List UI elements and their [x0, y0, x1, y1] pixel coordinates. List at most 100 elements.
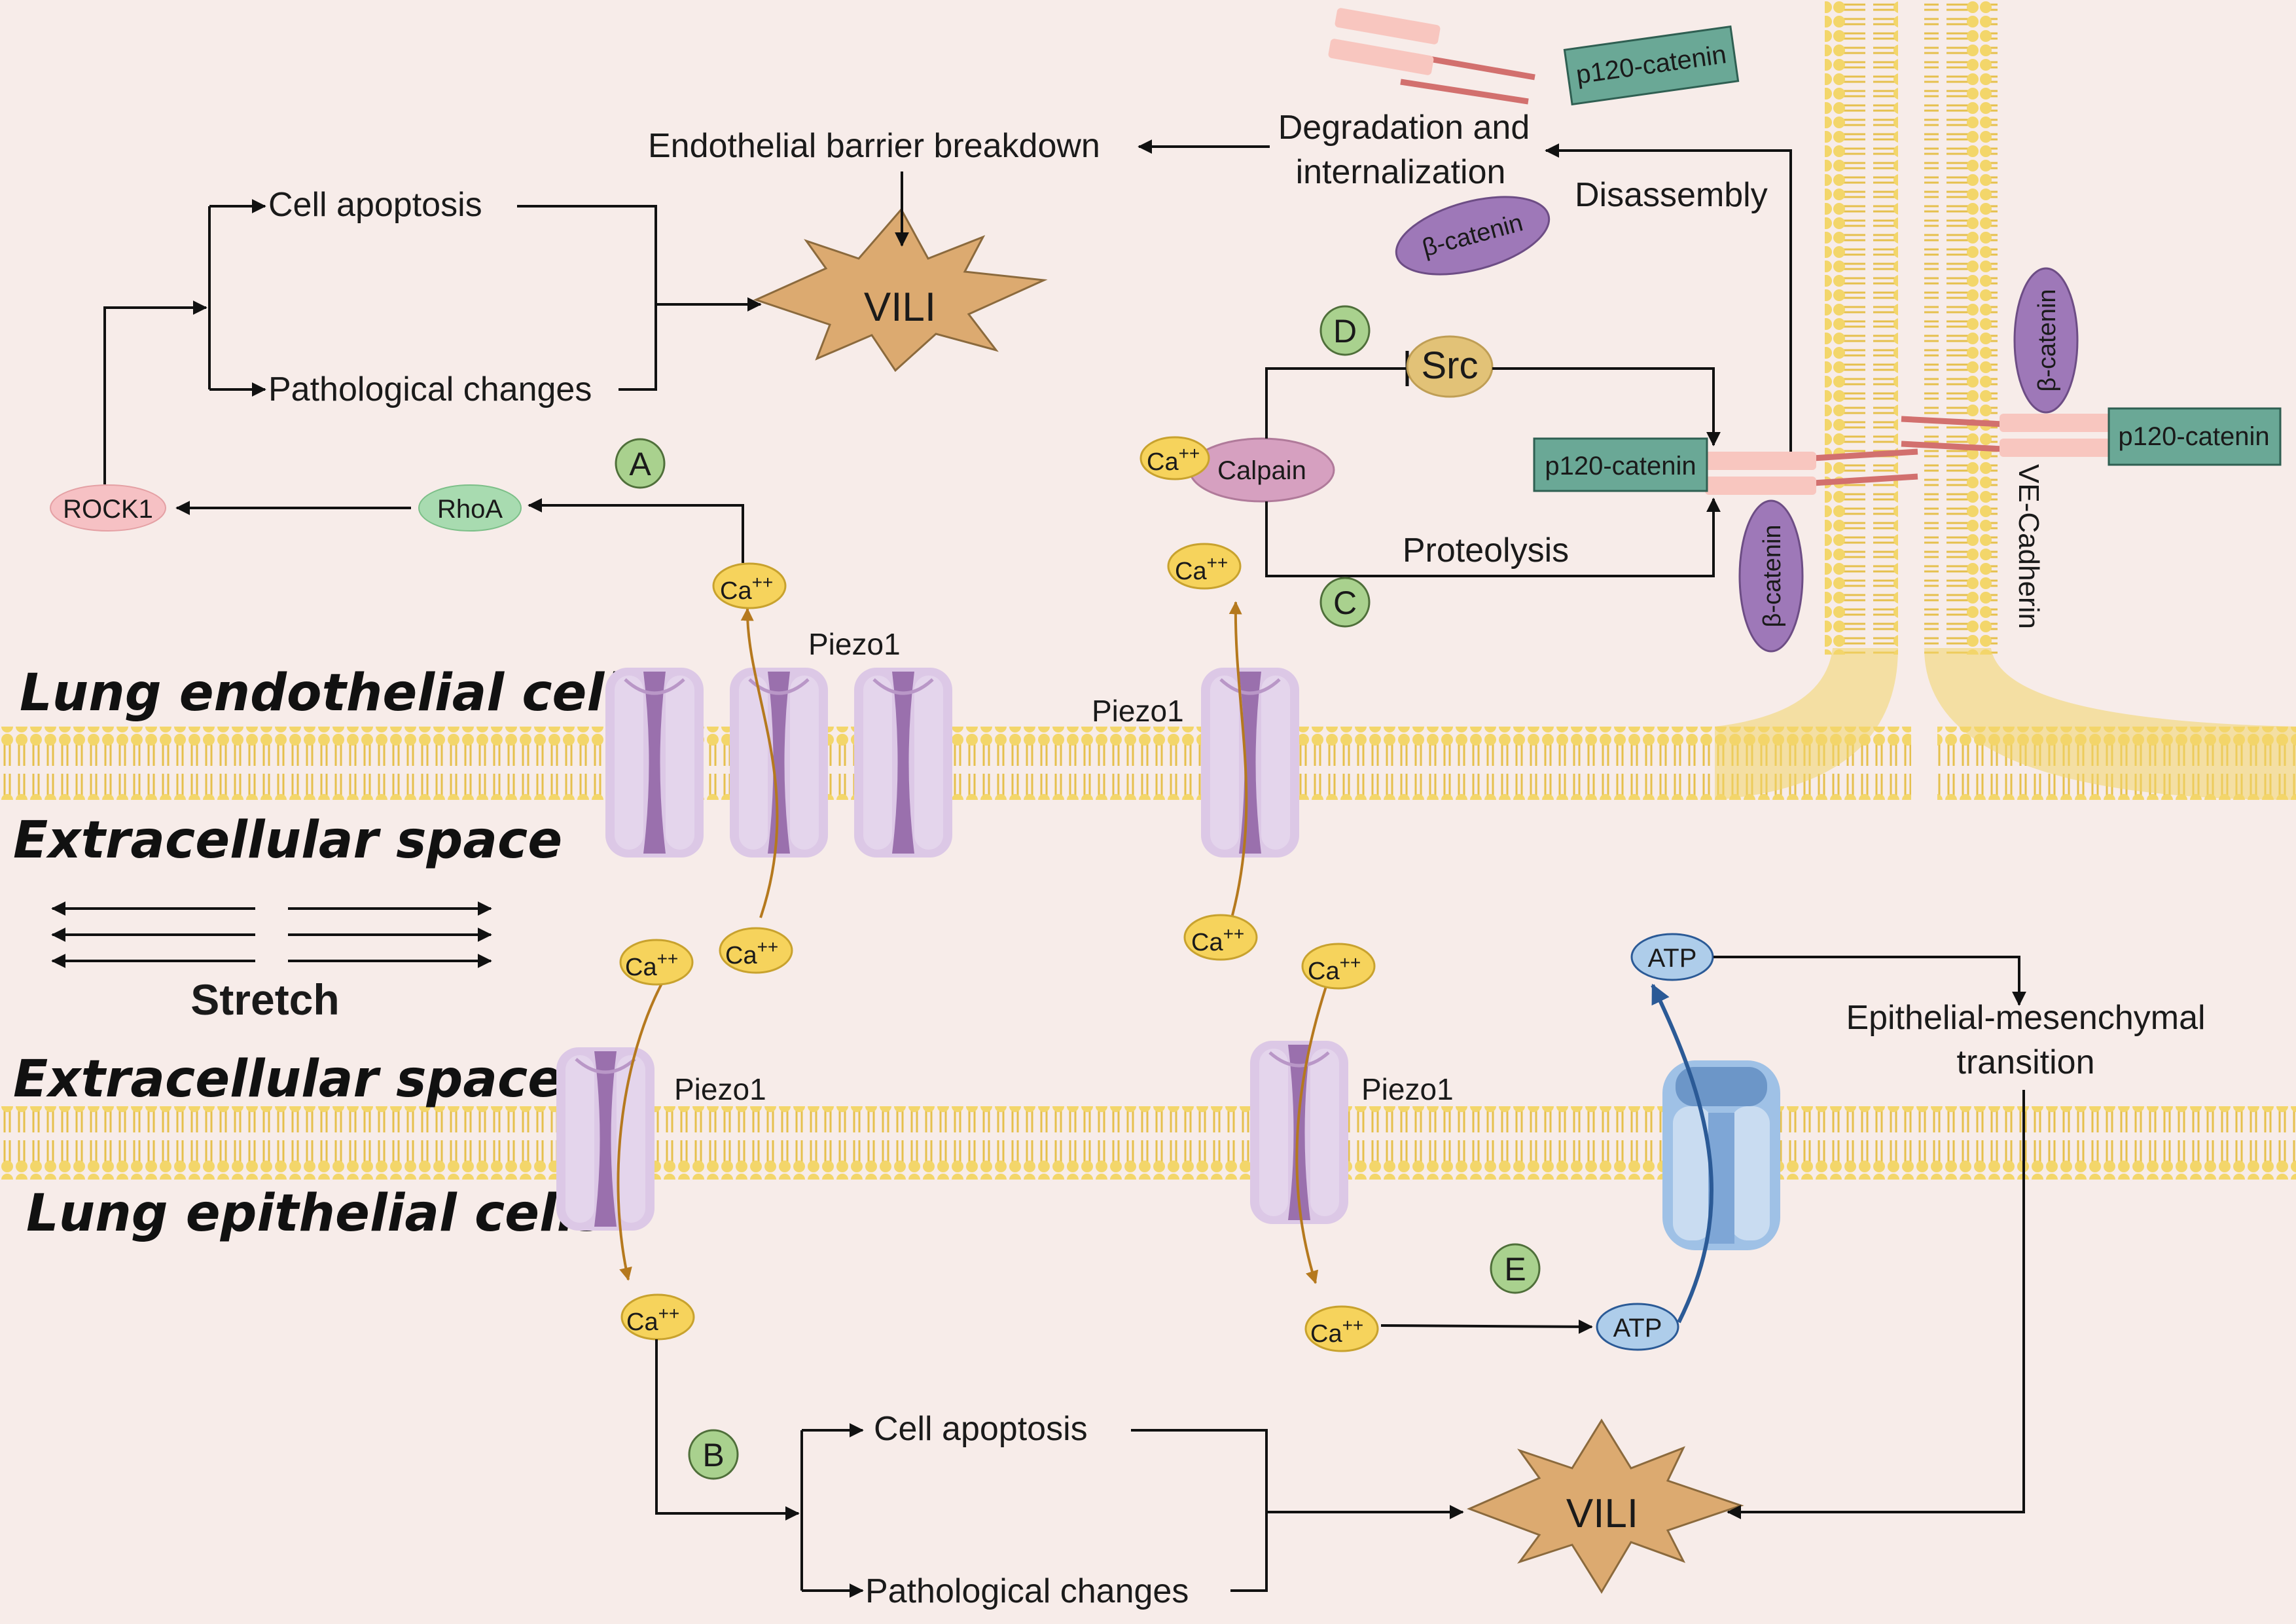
- label-c: C: [1333, 585, 1357, 621]
- atp-release-arrow: [1651, 983, 1713, 1324]
- atp-intracellular-label: ATP: [1613, 1314, 1662, 1343]
- label-b: B: [702, 1437, 724, 1473]
- endothelial-membrane: [0, 727, 1911, 800]
- src-node: [1406, 335, 1494, 398]
- ca-ion-b-extra: Ca++: [625, 948, 678, 981]
- arrow-rock1-up: [103, 300, 207, 484]
- ve-cadherin-label: VE-Cadherin: [2013, 464, 2045, 629]
- cell-apoptosis-b: Cell apoptosis: [874, 1410, 1088, 1448]
- calcium-ion-icon: [712, 562, 787, 609]
- ca-ion-e-intra: Ca++: [1310, 1315, 1363, 1348]
- ca-ion-a-extra: Ca++: [725, 937, 778, 969]
- atp-channel-icon: [1662, 1060, 1780, 1250]
- src-label: Src: [1422, 344, 1479, 387]
- pathological-changes-b: Pathological changes: [865, 1572, 1189, 1610]
- arrow-ca-to-atp: [1380, 1319, 1593, 1334]
- atp-extracellular-label: ATP: [1648, 944, 1697, 973]
- label-d: D: [1333, 313, 1357, 350]
- arrow-ca-to-branch-b: [655, 1339, 800, 1521]
- calcium-flux-arrows: [617, 601, 1333, 1284]
- calcium-ion-icon: [1304, 1305, 1379, 1352]
- junction-membrane-left: [1825, 0, 1898, 655]
- calcium-ion-icon: [1139, 436, 1210, 480]
- ca-ion-calpain: Ca++: [1147, 443, 1200, 476]
- calcium-ion-icon: [719, 927, 793, 974]
- calcium-ion-icon: [1183, 914, 1258, 961]
- merge-a: [517, 205, 657, 391]
- p120-catenin-free: [1563, 25, 1740, 106]
- label-d-circle: [1319, 305, 1371, 356]
- calcium-ion-icon: [619, 939, 694, 986]
- label-e: E: [1504, 1251, 1526, 1288]
- disassembly-label: Disassembly: [1575, 176, 1768, 214]
- piezo1-label-e: Piezo1: [1361, 1072, 1454, 1106]
- ca-ion-e-extra: Ca++: [1308, 952, 1361, 985]
- p120-catenin-left: [1533, 437, 1708, 492]
- junction-membrane-right: [1924, 0, 1998, 655]
- region-extracellular-top: Extracellular space: [13, 811, 562, 870]
- stretch-label: Stretch: [190, 975, 339, 1024]
- rhoa-node: [418, 484, 522, 532]
- calcium-ion-icon: [1301, 943, 1376, 990]
- proteolysis-label: Proteolysis: [1403, 532, 1569, 569]
- piezo1-label-a: Piezo1: [808, 627, 901, 661]
- p120-catenin-right-label: p120-catenin: [2118, 422, 2269, 451]
- ca-ion-b-intra: Ca++: [626, 1303, 679, 1336]
- pathological-changes-a: Pathological changes: [268, 370, 592, 408]
- p120-catenin-right: [2108, 407, 2282, 466]
- piezo1-channel-icon: [730, 668, 828, 857]
- piezo1-channel-icon: [556, 1047, 655, 1231]
- ca-ion-a: Ca++: [720, 572, 773, 605]
- arrow-proteolysis: [1265, 497, 1721, 577]
- piezo1-channel-icon: [1201, 668, 1299, 857]
- rock1-label: ROCK1: [63, 495, 153, 524]
- arrow-disassembly: [1545, 143, 1792, 452]
- beta-catenin-right-label: β-catenin: [2034, 289, 2061, 391]
- atp-intracellular-node: [1596, 1303, 1679, 1351]
- ca-ion-c-extra: Ca++: [1191, 924, 1244, 956]
- piezo1-channel-icon: [854, 668, 952, 857]
- vili-starburst-icon: [753, 208, 1048, 372]
- rock1-node: [50, 484, 166, 532]
- ca-ion-c-top: Ca++: [1175, 552, 1228, 585]
- beta-catenin-left: [1738, 499, 1804, 653]
- adherens-junction: [1705, 414, 2111, 495]
- region-extracellular-bottom: Extracellular space: [13, 1050, 562, 1109]
- arrow-atp-to-emt: [1713, 956, 2026, 1006]
- piezo1-label-b: Piezo1: [674, 1072, 766, 1106]
- arrow-ca-to-rhoa: [528, 498, 744, 563]
- arrow-src-to-junction: [1492, 367, 1721, 446]
- emt-line1: Epithelial-mesenchymal: [1846, 999, 2205, 1037]
- vili-top-label: VILI: [864, 285, 936, 330]
- beta-catenin-left-label: β-catenin: [1759, 524, 1786, 627]
- stretch-arrows: [51, 901, 492, 968]
- internalized-cadherin: [1328, 8, 1535, 105]
- label-e-circle: [1490, 1243, 1541, 1294]
- arrow-emt-to-vili: [1727, 1090, 2025, 1519]
- vili-bottom-label: VILI: [1566, 1491, 1638, 1536]
- cell-apoptosis-a: Cell apoptosis: [268, 186, 482, 224]
- beta-catenin-free: [1395, 196, 1551, 276]
- label-a-circle: [615, 438, 666, 489]
- calpain-label: Calpain: [1217, 456, 1306, 485]
- degradation-line2: internalization: [1296, 153, 1506, 191]
- label-b-circle: [688, 1429, 739, 1480]
- label-c-circle: [1319, 577, 1371, 628]
- piezo1-label-c: Piezo1: [1092, 694, 1184, 728]
- merge-b: [1131, 1429, 1268, 1592]
- epithelial-membrane: [0, 1106, 2296, 1180]
- calcium-ion-icon: [1167, 543, 1242, 590]
- emt-line2: transition: [1957, 1043, 2095, 1081]
- beta-catenin-right: [2013, 267, 2079, 414]
- region-lung-epithelial: Lung epithelial cells: [26, 1184, 605, 1243]
- inhibit-line-src: [1265, 367, 1407, 439]
- p120-catenin-left-label: p120-catenin: [1545, 452, 1696, 480]
- endothelial-barrier-breakdown: Endothelial barrier breakdown: [648, 127, 1100, 165]
- region-lung-endothelial: Lung endothelial cells: [20, 664, 652, 723]
- piezo1-channel-icon: [605, 668, 704, 857]
- degradation-line1: Degradation and: [1278, 109, 1530, 147]
- rhoa-label: RhoA: [437, 495, 503, 524]
- label-a: A: [629, 446, 651, 482]
